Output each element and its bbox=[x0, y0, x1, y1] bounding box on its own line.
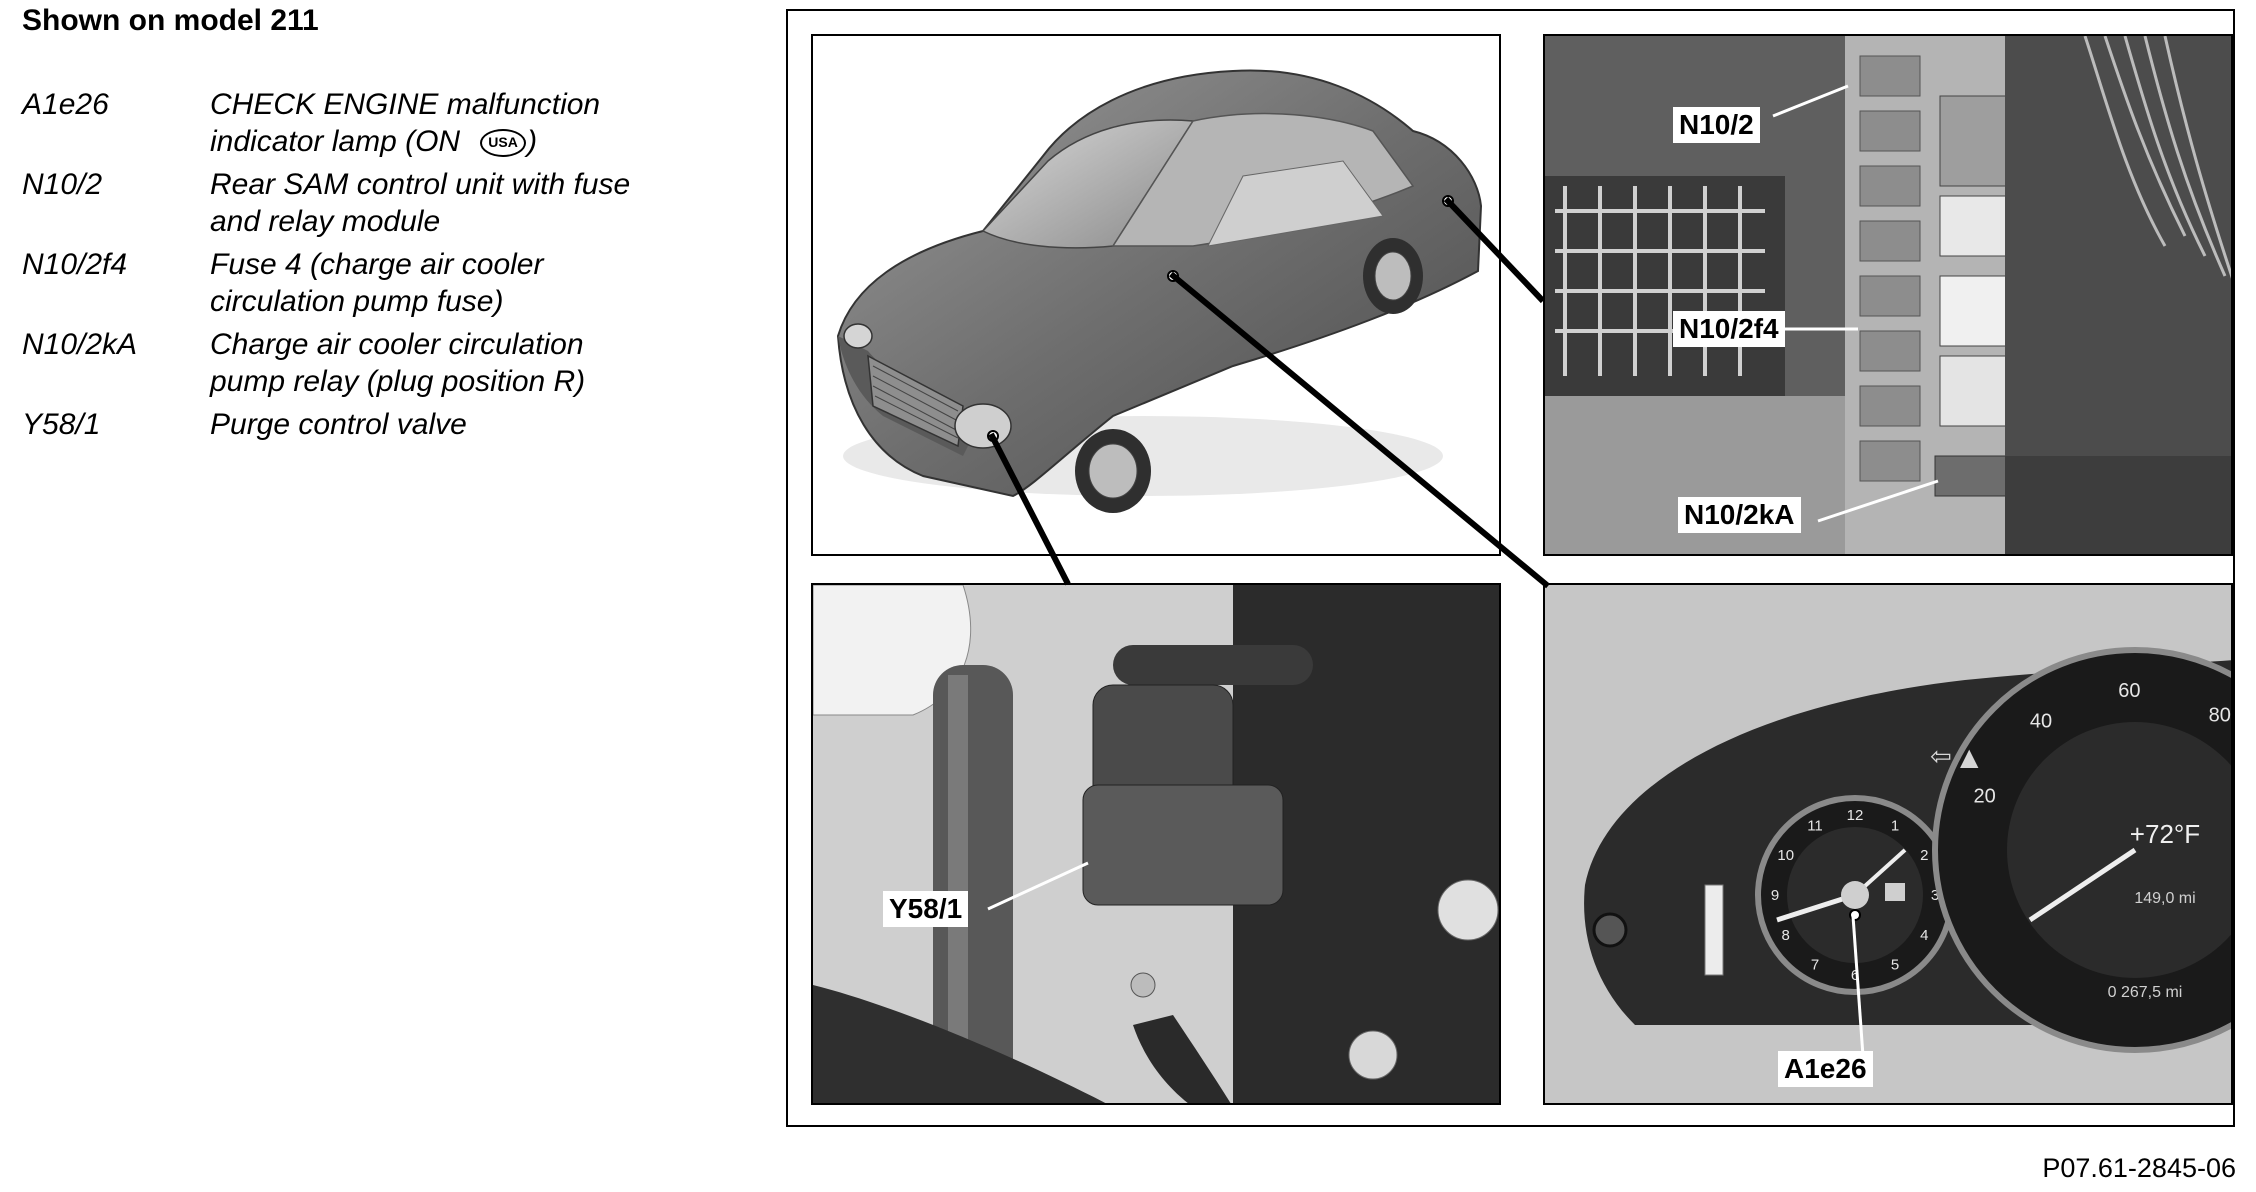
engine-lamp-icon bbox=[1885, 883, 1905, 901]
clock-tick-label: 8 bbox=[1782, 927, 1790, 944]
fuse-box-illustration bbox=[1545, 36, 2231, 554]
marker-engine-lamp bbox=[1849, 909, 1861, 921]
legend-code: N10/2f4 bbox=[22, 248, 128, 281]
legend-desc-line: circulation pump fuse) bbox=[210, 285, 504, 318]
speed-tick-label: 20 bbox=[1974, 785, 1996, 807]
odometer-readout: 149,0 mi bbox=[2134, 890, 2195, 907]
callout-a1e26: A1e26 bbox=[1778, 1051, 1873, 1087]
clock-tick-label: 10 bbox=[1777, 847, 1794, 864]
purge-valve-photo bbox=[811, 583, 1501, 1105]
clock-tick-label: 5 bbox=[1891, 956, 1899, 973]
warning-triangle-icon: ▲ bbox=[1960, 743, 1979, 771]
speedometer-gauge: 20406080100 +72°F 149,0 mi 0 267,5 mi bbox=[1932, 647, 2231, 1053]
clock-tick-label: 12 bbox=[1847, 807, 1864, 824]
car-illustration bbox=[813, 36, 1499, 554]
legend-code: N10/2 bbox=[22, 168, 103, 201]
purge-valve-illustration bbox=[813, 585, 1499, 1103]
turn-signal-icon: ⇦ bbox=[1930, 742, 1952, 772]
clock-tick-label: 2 bbox=[1920, 847, 1928, 864]
speed-tick-label: 80 bbox=[2209, 704, 2231, 726]
clock-tick-label: 1 bbox=[1891, 818, 1899, 835]
legend-desc-end: ) bbox=[527, 125, 538, 158]
clock-tick-label: 4 bbox=[1920, 927, 1928, 944]
legend-code: A1e26 bbox=[22, 88, 109, 121]
clock-tick-label: 11 bbox=[1807, 818, 1823, 835]
legend-desc-line: Fuse 4 (charge air cooler bbox=[210, 248, 544, 281]
legend-desc-line: pump relay (plug position R) bbox=[210, 365, 586, 398]
legend-code: Y58/1 bbox=[22, 408, 101, 441]
clock-tick-label: 3 bbox=[1931, 887, 1939, 904]
speed-tick-label: 40 bbox=[2030, 711, 2052, 733]
callout-n10-2ka: N10/2kA bbox=[1678, 497, 1801, 533]
clock-tick-label: 7 bbox=[1811, 956, 1819, 973]
fuse-box-photo bbox=[1543, 34, 2233, 556]
legend-desc-line: Charge air cooler circulation bbox=[210, 328, 584, 361]
marker-n10-2 bbox=[1442, 195, 1454, 207]
callout-n10-2f4: N10/2f4 bbox=[1673, 311, 1785, 347]
legend-desc-line: Rear SAM control unit with fuse bbox=[210, 168, 631, 201]
temperature-readout: +72°F bbox=[2130, 819, 2200, 849]
legend-desc-line: CHECK ENGINE malfunction bbox=[210, 88, 601, 121]
legend-code: N10/2kA bbox=[22, 328, 138, 361]
car-overview-photo bbox=[811, 34, 1501, 556]
legend-desc: Purge control valve bbox=[210, 406, 467, 443]
legend-desc: Charge air cooler circulation pump relay… bbox=[210, 326, 585, 400]
legend-desc-line: and relay module bbox=[210, 205, 441, 238]
usa-badge-icon: USA bbox=[480, 129, 527, 158]
marker-y58-1 bbox=[987, 430, 999, 442]
trip-readout: 0 267,5 mi bbox=[2108, 984, 2183, 1001]
speed-tick-label: 60 bbox=[2118, 680, 2140, 702]
clock-tick-label: 6 bbox=[1851, 967, 1859, 984]
marker-a1e26 bbox=[1167, 270, 1179, 282]
clock-tick-label: 9 bbox=[1771, 887, 1779, 904]
legend-desc: Fuse 4 (charge air cooler circulation pu… bbox=[210, 246, 544, 320]
legend-desc-line: indicator lamp (ON bbox=[210, 125, 461, 158]
callout-n10-2: N10/2 bbox=[1673, 107, 1760, 143]
callout-y58-1: Y58/1 bbox=[883, 891, 969, 927]
legend-desc: CHECK ENGINE malfunction indicator lamp … bbox=[210, 86, 600, 160]
legend-desc: Rear SAM control unit with fuse and rela… bbox=[210, 166, 630, 240]
legend-desc-line: Purge control valve bbox=[210, 408, 467, 441]
figure-id: P07.61-2845-06 bbox=[2042, 1153, 2236, 1183]
page-heading: Shown on model 211 bbox=[22, 4, 319, 37]
